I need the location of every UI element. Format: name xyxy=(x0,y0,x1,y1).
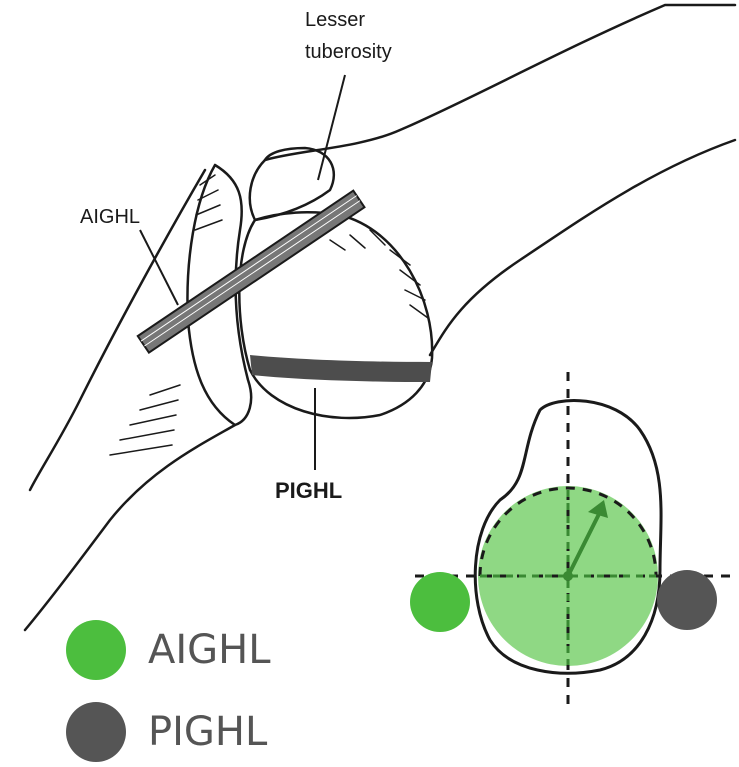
legend-aighl-swatch xyxy=(66,620,126,680)
lesser-tuberosity-label-2: tuberosity xyxy=(305,40,392,64)
glenoid-inset xyxy=(410,372,735,705)
aighl-label: AIGHL xyxy=(80,205,140,229)
aighl-inset-dot xyxy=(410,572,470,632)
pighl-inset-dot xyxy=(657,570,717,630)
humerus-lower-outline xyxy=(430,140,735,355)
scapula-lower xyxy=(25,425,235,630)
aighl-leader xyxy=(140,230,178,305)
aighl-band xyxy=(138,191,365,353)
shaft-hatch xyxy=(330,230,428,318)
pighl-label: PIGHL xyxy=(275,478,342,504)
legend-item-pighl: PIGHL xyxy=(66,702,267,762)
legend-item-aighl: AIGHL xyxy=(66,620,271,680)
legend-pighl-label: PIGHL xyxy=(148,709,267,755)
legend-aighl-label: AIGHL xyxy=(148,627,271,673)
lesser-tuberosity xyxy=(250,148,334,220)
lesser-tuberosity-label-1: Lesser xyxy=(305,8,365,32)
center-dot xyxy=(563,571,573,581)
legend-pighl-swatch xyxy=(66,702,126,762)
pighl-band xyxy=(250,355,432,382)
